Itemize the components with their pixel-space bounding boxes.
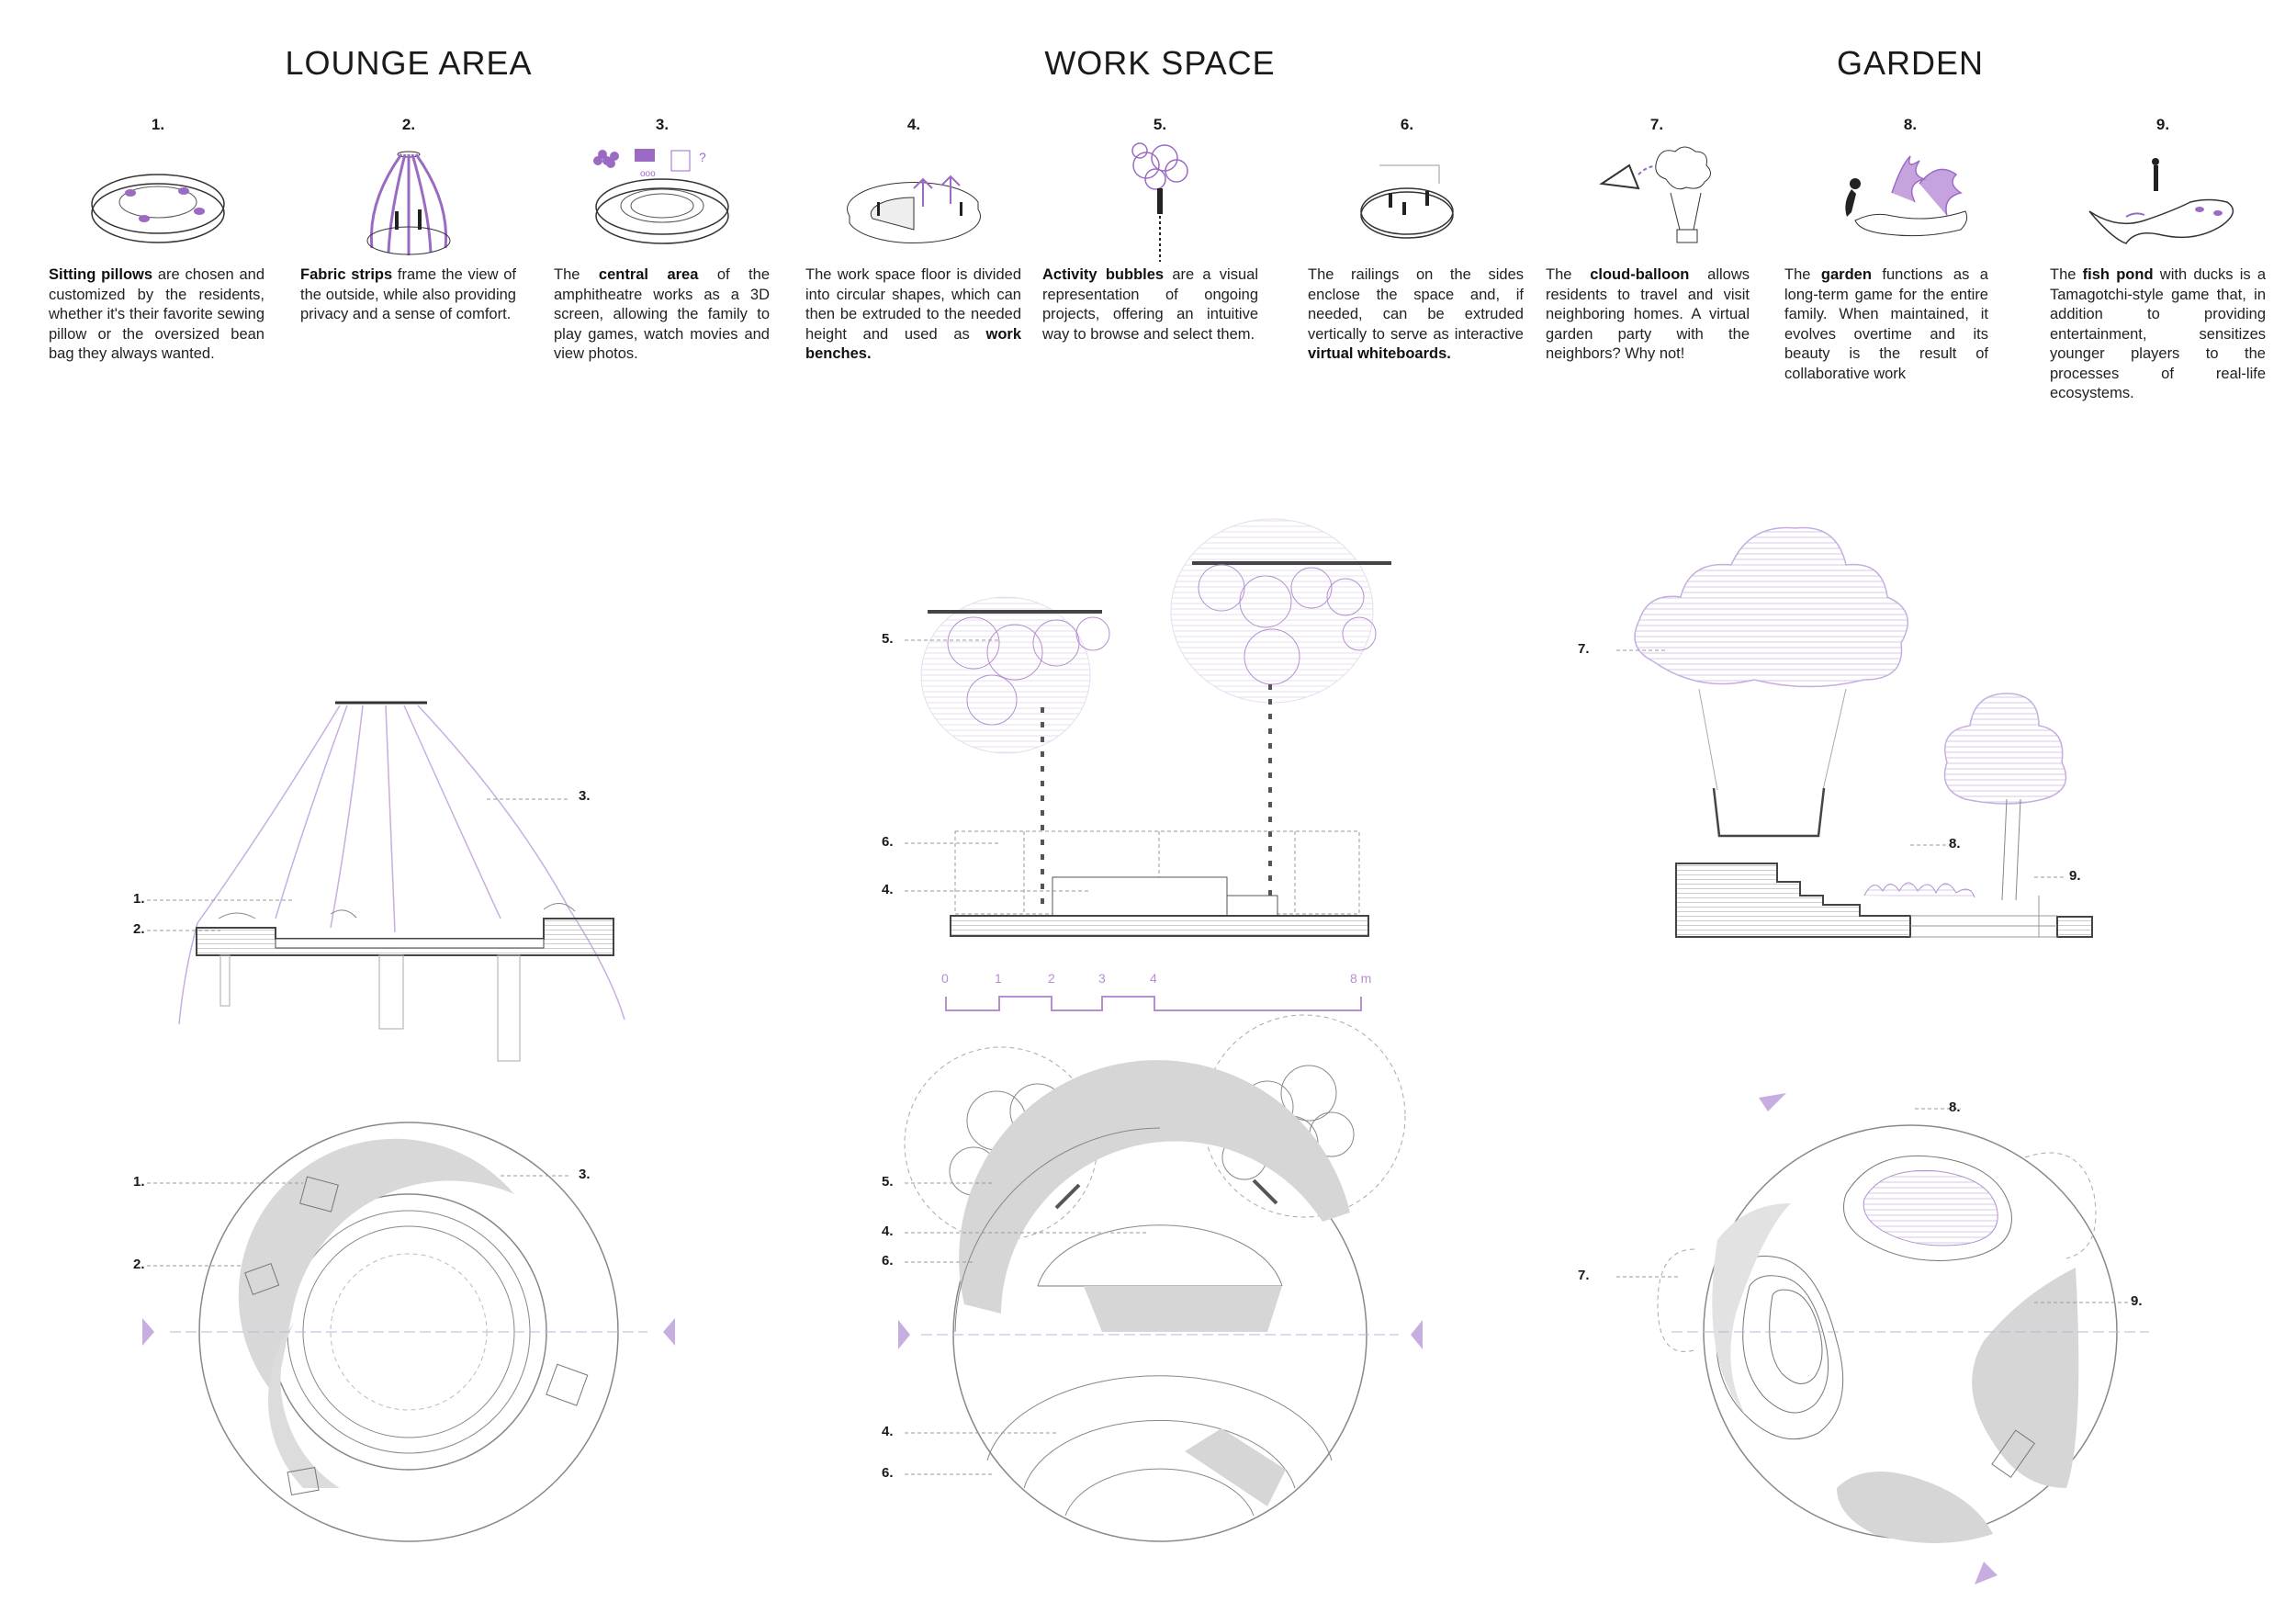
item-number-6: 6. xyxy=(1400,116,1414,133)
description-pre: The xyxy=(1546,266,1591,283)
description-text: are chosen and customized by the residen… xyxy=(49,266,265,362)
callout-garden-section-7: 7. xyxy=(1578,641,1590,657)
scale-tick-1: 1 xyxy=(995,971,1002,986)
callout-garden-section-8: 8. xyxy=(1949,836,1961,851)
callout-work-plan-5: 5. xyxy=(882,1174,894,1190)
work-section-drawing xyxy=(905,518,1391,937)
central-area-icon: ooo ? xyxy=(593,149,729,244)
callout-work-plan-4b: 4. xyxy=(882,1424,894,1439)
fish-pond-icon xyxy=(2088,158,2234,244)
callout-lounge-plan-2: 2. xyxy=(133,1257,145,1272)
item-number-8: 8. xyxy=(1903,116,1918,133)
section-title-lounge: LOUNGE AREA xyxy=(285,44,533,82)
description-activity-bubbles: Activity bubbles are a visual representa… xyxy=(1042,265,1258,344)
description-pre: The railings on the sides enclose the sp… xyxy=(1308,266,1524,343)
callout-lounge-section-2: 2. xyxy=(133,921,145,937)
item-number-7: 7. xyxy=(1649,116,1664,133)
scale-tick-0: 0 xyxy=(941,971,949,986)
description-fabric-strips: Fabric strips frame the view of the outs… xyxy=(300,265,516,325)
callout-garden-plan-9: 9. xyxy=(2131,1293,2143,1309)
scale-tick-8m: 8 m xyxy=(1350,971,1372,986)
callout-lounge-section-1: 1. xyxy=(133,891,145,907)
callout-garden-plan-7: 7. xyxy=(1578,1268,1590,1283)
description-pre: The xyxy=(1784,266,1821,283)
work-benches-icon xyxy=(847,175,981,243)
description-pre: The xyxy=(554,266,599,283)
description-work-benches: The work space floor is divided into cir… xyxy=(805,265,1021,365)
term-fish-pond: fish pond xyxy=(2082,266,2154,283)
cloud-balloon-icon xyxy=(1599,146,1711,243)
term-sitting-pillows: Sitting pillows xyxy=(49,266,153,283)
item-number-5: 5. xyxy=(1153,116,1167,133)
callout-lounge-plan-3: 3. xyxy=(579,1167,591,1182)
description-sitting-pillows: Sitting pillows are chosen and customize… xyxy=(49,265,264,365)
description-cloud-balloon: The cloud-balloon allows residents to tr… xyxy=(1546,265,1750,365)
term-fabric-strips: Fabric strips xyxy=(300,266,393,283)
work-plan-drawing xyxy=(898,1014,1423,1542)
activity-bubbles-icon xyxy=(1131,142,1188,262)
garden-icon xyxy=(1845,155,1968,237)
item-number-9: 9. xyxy=(2155,116,2170,133)
item-number-1: 1. xyxy=(151,116,165,133)
term-virtual-whiteboards: virtual whiteboards. xyxy=(1308,345,1451,362)
description-text: frame the view of the outside, while als… xyxy=(300,266,516,322)
callout-work-plan-4a: 4. xyxy=(882,1224,894,1239)
callout-lounge-section-3: 3. xyxy=(579,788,591,804)
description-text: are a visual representation of ongoing p… xyxy=(1042,266,1258,343)
callout-work-plan-6a: 6. xyxy=(882,1253,894,1269)
callout-work-plan-6b: 6. xyxy=(882,1465,894,1481)
term-cloud-balloon: cloud-balloon xyxy=(1590,266,1690,283)
description-text: allows residents to travel and visit nei… xyxy=(1546,266,1750,362)
description-text: functions as a long-term game for the en… xyxy=(1784,266,1988,382)
item-number-2: 2. xyxy=(401,116,416,133)
item-number-4: 4. xyxy=(906,116,921,133)
svg-text:?: ? xyxy=(699,150,706,164)
section-title-workspace: WORK SPACE xyxy=(1044,44,1276,82)
lounge-plan-drawing xyxy=(142,1122,675,1542)
description-fish-pond: The fish pond with ducks is a Tamagotchi… xyxy=(2050,265,2266,404)
garden-section-drawing xyxy=(1616,526,2093,938)
term-work-benches: work benches. xyxy=(805,325,1021,363)
lounge-section-drawing xyxy=(147,701,625,1062)
scale-tick-3: 3 xyxy=(1098,971,1106,986)
sitting-pillows-icon xyxy=(91,174,225,243)
description-pre: The work space floor is divided into cir… xyxy=(805,266,1021,343)
section-title-garden: GARDEN xyxy=(1836,44,1985,82)
description-central-area: The central area of the amphitheatre wor… xyxy=(554,265,770,365)
scale-tick-4: 4 xyxy=(1150,971,1157,986)
description-text: of the amphitheatre works as a 3D screen… xyxy=(554,266,770,362)
scale-tick-2: 2 xyxy=(1048,971,1055,986)
callout-work-section-5: 5. xyxy=(882,631,894,647)
description-pre: The xyxy=(2050,266,2083,283)
fabric-strips-icon xyxy=(366,151,451,255)
term-garden: garden xyxy=(1820,266,1872,283)
callout-garden-section-9: 9. xyxy=(2069,868,2081,884)
callout-work-section-4: 4. xyxy=(882,882,894,897)
description-railings: The railings on the sides enclose the sp… xyxy=(1308,265,1524,365)
term-activity-bubbles: Activity bubbles xyxy=(1042,266,1165,283)
svg-text:ooo: ooo xyxy=(640,169,656,179)
callout-work-section-6: 6. xyxy=(882,834,894,850)
term-central-area: central area xyxy=(598,266,699,283)
scale-bar xyxy=(945,996,1362,1011)
garden-plan-drawing xyxy=(1616,1093,2149,1585)
description-text: with ducks is a Tamagotchi-style game th… xyxy=(2050,266,2267,401)
description-garden: The garden functions as a long-term game… xyxy=(1784,265,1988,384)
callout-lounge-plan-1: 1. xyxy=(133,1174,145,1190)
railings-icon xyxy=(1360,164,1454,239)
item-number-3: 3. xyxy=(655,116,670,133)
callout-garden-plan-8: 8. xyxy=(1949,1100,1961,1115)
